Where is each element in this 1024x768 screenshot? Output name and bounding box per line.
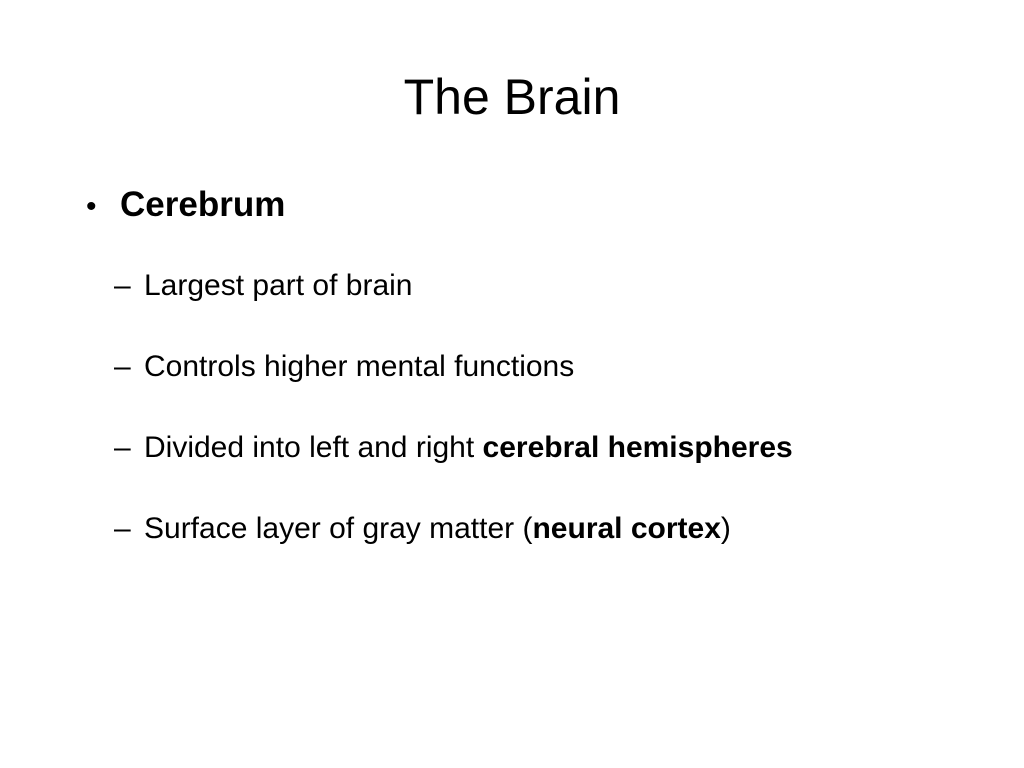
sub-bullet-item: – Divided into left and right cerebral h… <box>114 426 986 470</box>
sub-bullet-item: – Surface layer of gray matter (neural c… <box>114 507 986 551</box>
sub-bullet-bold-term: neural cortex <box>532 512 721 545</box>
dash-icon: – <box>114 269 131 302</box>
sub-bullet-text: Surface layer of gray matter ( <box>144 512 533 545</box>
dash-icon: – <box>114 350 131 383</box>
sub-bullet-list: – Largest part of brain – Controls highe… <box>86 264 986 551</box>
sub-bullet-text: Divided into left and right <box>144 431 483 464</box>
bullet-text: Cerebrum <box>120 185 286 224</box>
sub-bullet-text-after: ) <box>720 512 731 545</box>
sub-bullet-text: Controls higher mental functions <box>144 350 575 383</box>
sub-bullet-text: Largest part of brain <box>144 269 413 302</box>
sub-bullet-bold-term: cerebral hemispheres <box>482 431 793 464</box>
dash-icon: – <box>114 431 131 464</box>
bullet-item-cerebrum: • Cerebrum <box>86 180 986 230</box>
sub-bullet-item: – Controls higher mental functions <box>114 345 986 389</box>
bullet-icon: • <box>86 190 97 223</box>
dash-icon: – <box>114 512 131 545</box>
sub-bullet-item: – Largest part of brain <box>114 264 986 308</box>
slide-content: • Cerebrum – Largest part of brain – Con… <box>86 180 986 588</box>
slide-title: The Brain <box>403 69 621 125</box>
